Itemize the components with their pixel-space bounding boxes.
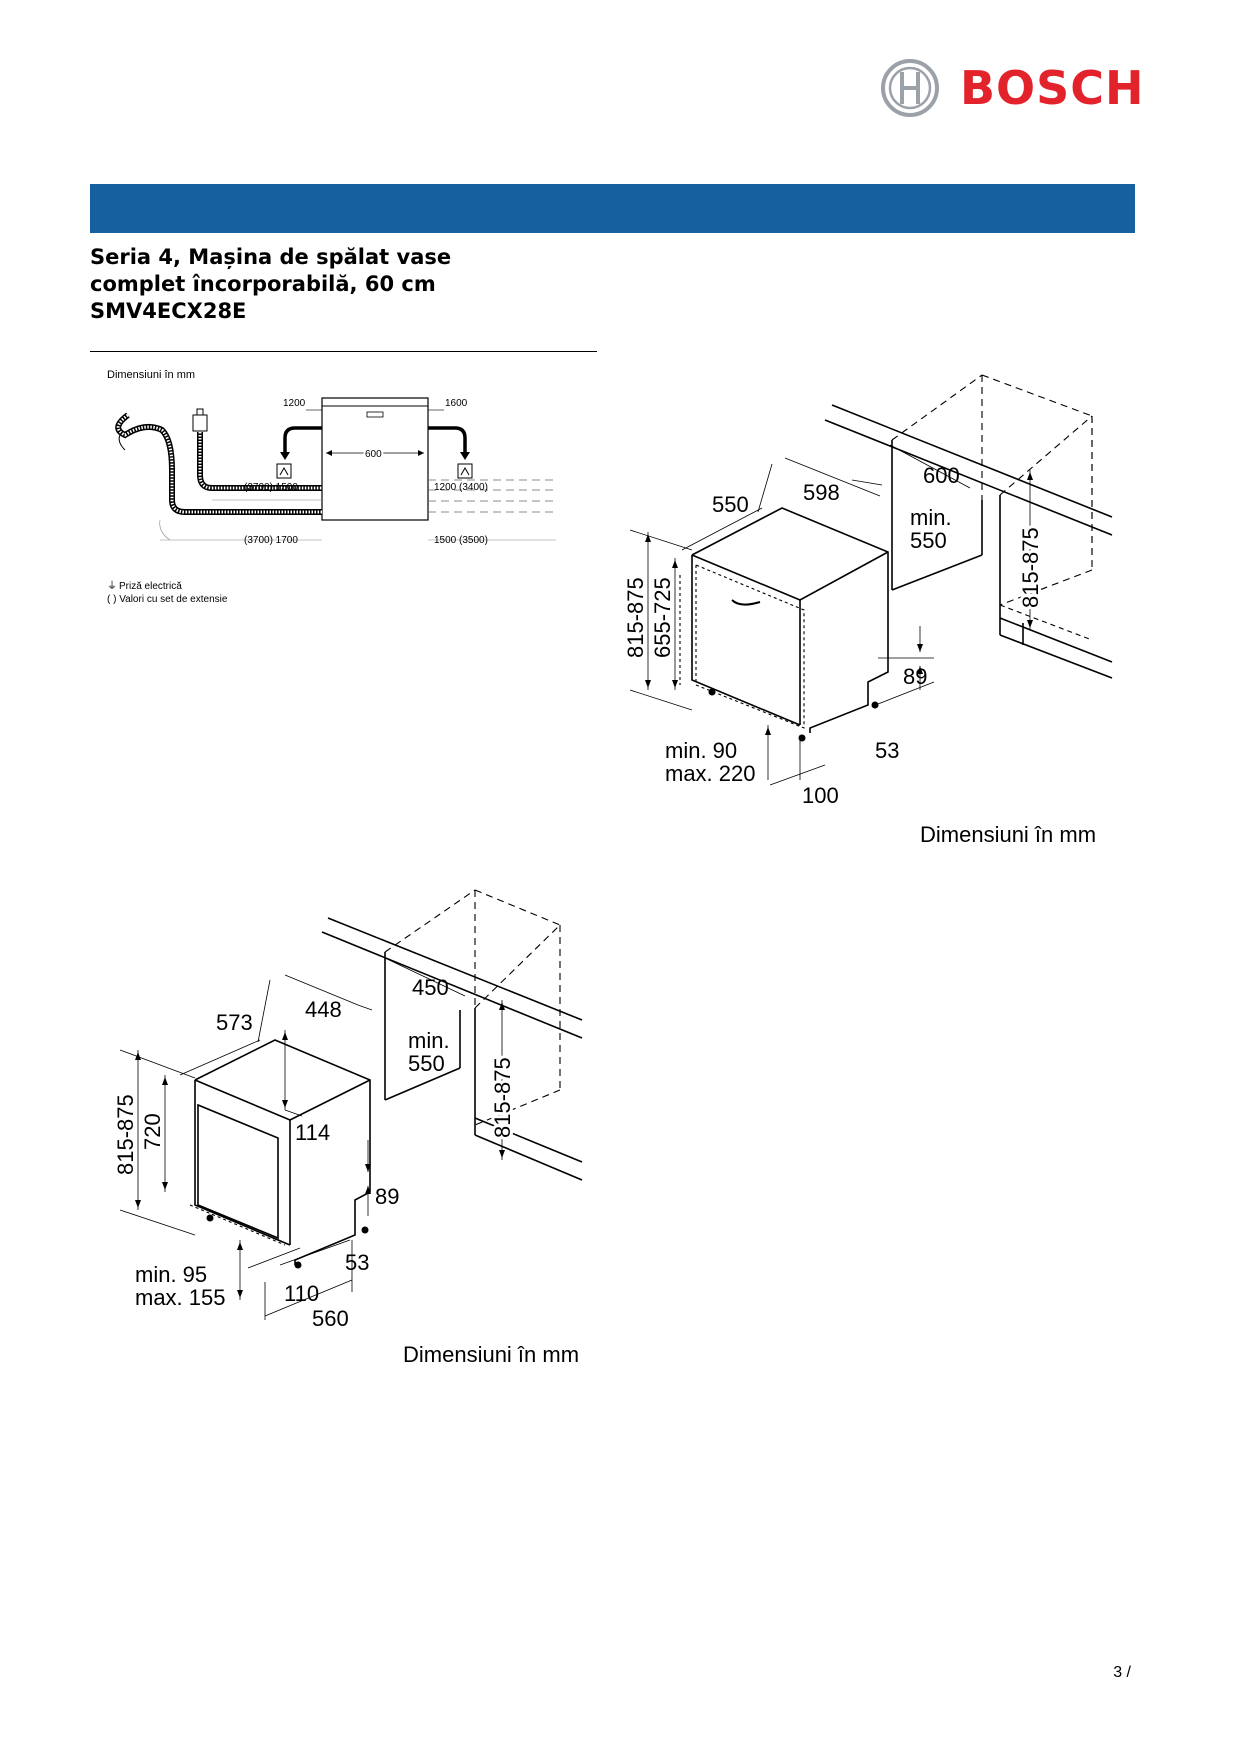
water-tap-icon	[192, 408, 208, 432]
height-total-label: 815-875	[623, 577, 648, 658]
right-socket-icon	[457, 463, 473, 479]
hose-left-1-label: (3700) 1500	[244, 482, 298, 493]
depth-560-label: 560	[312, 1306, 349, 1331]
brand-name: BOSCH	[960, 61, 1145, 115]
appliance-outline	[321, 397, 429, 521]
title-line-2: complet încorporabilă, 60 cm	[90, 272, 436, 296]
bosch-logo: BOSCH	[880, 58, 1144, 118]
niche-min-value: 550	[408, 1051, 445, 1076]
leg-max-label: max. 155	[135, 1285, 226, 1310]
width-448-label: 448	[305, 997, 342, 1022]
legend-extension: ( ) Valori cu set de extensie	[107, 594, 228, 605]
header-band	[90, 184, 1135, 233]
installation-diagram-45cm: 573 448 450 min. 550 815-875 720 114 815…	[110, 889, 583, 1367]
panel-114-label: 114	[295, 1120, 330, 1145]
right-routing-label: 1600	[445, 398, 468, 409]
product-title: Seria 4, Mașina de spălat vase complet î…	[90, 244, 610, 325]
plinth-53-label: 53	[345, 1250, 369, 1275]
leg-min-label: min. 90	[665, 738, 737, 763]
left-socket-icon	[276, 463, 292, 479]
offset-100-label: 100	[802, 783, 839, 808]
height-door-label: 655-725	[650, 577, 675, 658]
diagram2-caption: Dimensiuni în mm	[920, 822, 1096, 847]
plug-symbol-icon: ⏚	[107, 580, 117, 592]
niche-min-label: min.	[408, 1028, 450, 1053]
niche-height-label: 815-875	[1018, 527, 1043, 608]
hose-right-1-label: 1200 (3400)	[434, 482, 488, 493]
plinth-89-label: 89	[375, 1184, 399, 1209]
niche-450-label: 450	[412, 975, 449, 1000]
installation-diagram-60cm: 550 598 600 min. 550 815-875 655-725 815…	[620, 374, 1113, 847]
installation-diagram: Dimensiuni în mm 600 1200 1600 (3700) 15…	[107, 369, 556, 605]
niche-600-label: 600	[923, 463, 960, 488]
left-routing-label: 1200	[283, 398, 306, 409]
diagram3-caption: Dimensiuni în mm	[403, 1342, 579, 1367]
hose-right-2-label: 1500 (3500)	[434, 535, 488, 546]
page-number: 3 /	[1113, 1664, 1131, 1681]
depth-573-label: 573	[216, 1010, 253, 1035]
offset-110-label: 110	[284, 1281, 319, 1306]
height-720-label: 720	[140, 1113, 165, 1150]
leg-min-label: min. 95	[135, 1262, 207, 1287]
bosch-armature-icon	[881, 59, 939, 117]
niche-min-label: min.	[910, 505, 952, 530]
diagram1-heading: Dimensiuni în mm	[107, 369, 195, 381]
height-total-label: 815-875	[113, 1094, 138, 1175]
niche-height-label: 815-875	[490, 1057, 515, 1138]
hose-left-2-label: (3700) 1700	[244, 535, 298, 546]
legend-plug: Priză electrică	[119, 581, 182, 592]
title-line-1: Seria 4, Mașina de spălat vase	[90, 245, 452, 269]
width-598-label: 598	[803, 480, 840, 505]
plinth-89-label: 89	[903, 664, 927, 689]
title-line-3: SMV4ECX28E	[90, 299, 247, 323]
niche-min-value: 550	[910, 528, 947, 553]
width-label: 600	[365, 449, 382, 460]
title-divider	[90, 351, 597, 352]
leg-max-label: max. 220	[665, 761, 756, 786]
plinth-53-label: 53	[875, 738, 899, 763]
depth-550-label: 550	[712, 492, 749, 517]
